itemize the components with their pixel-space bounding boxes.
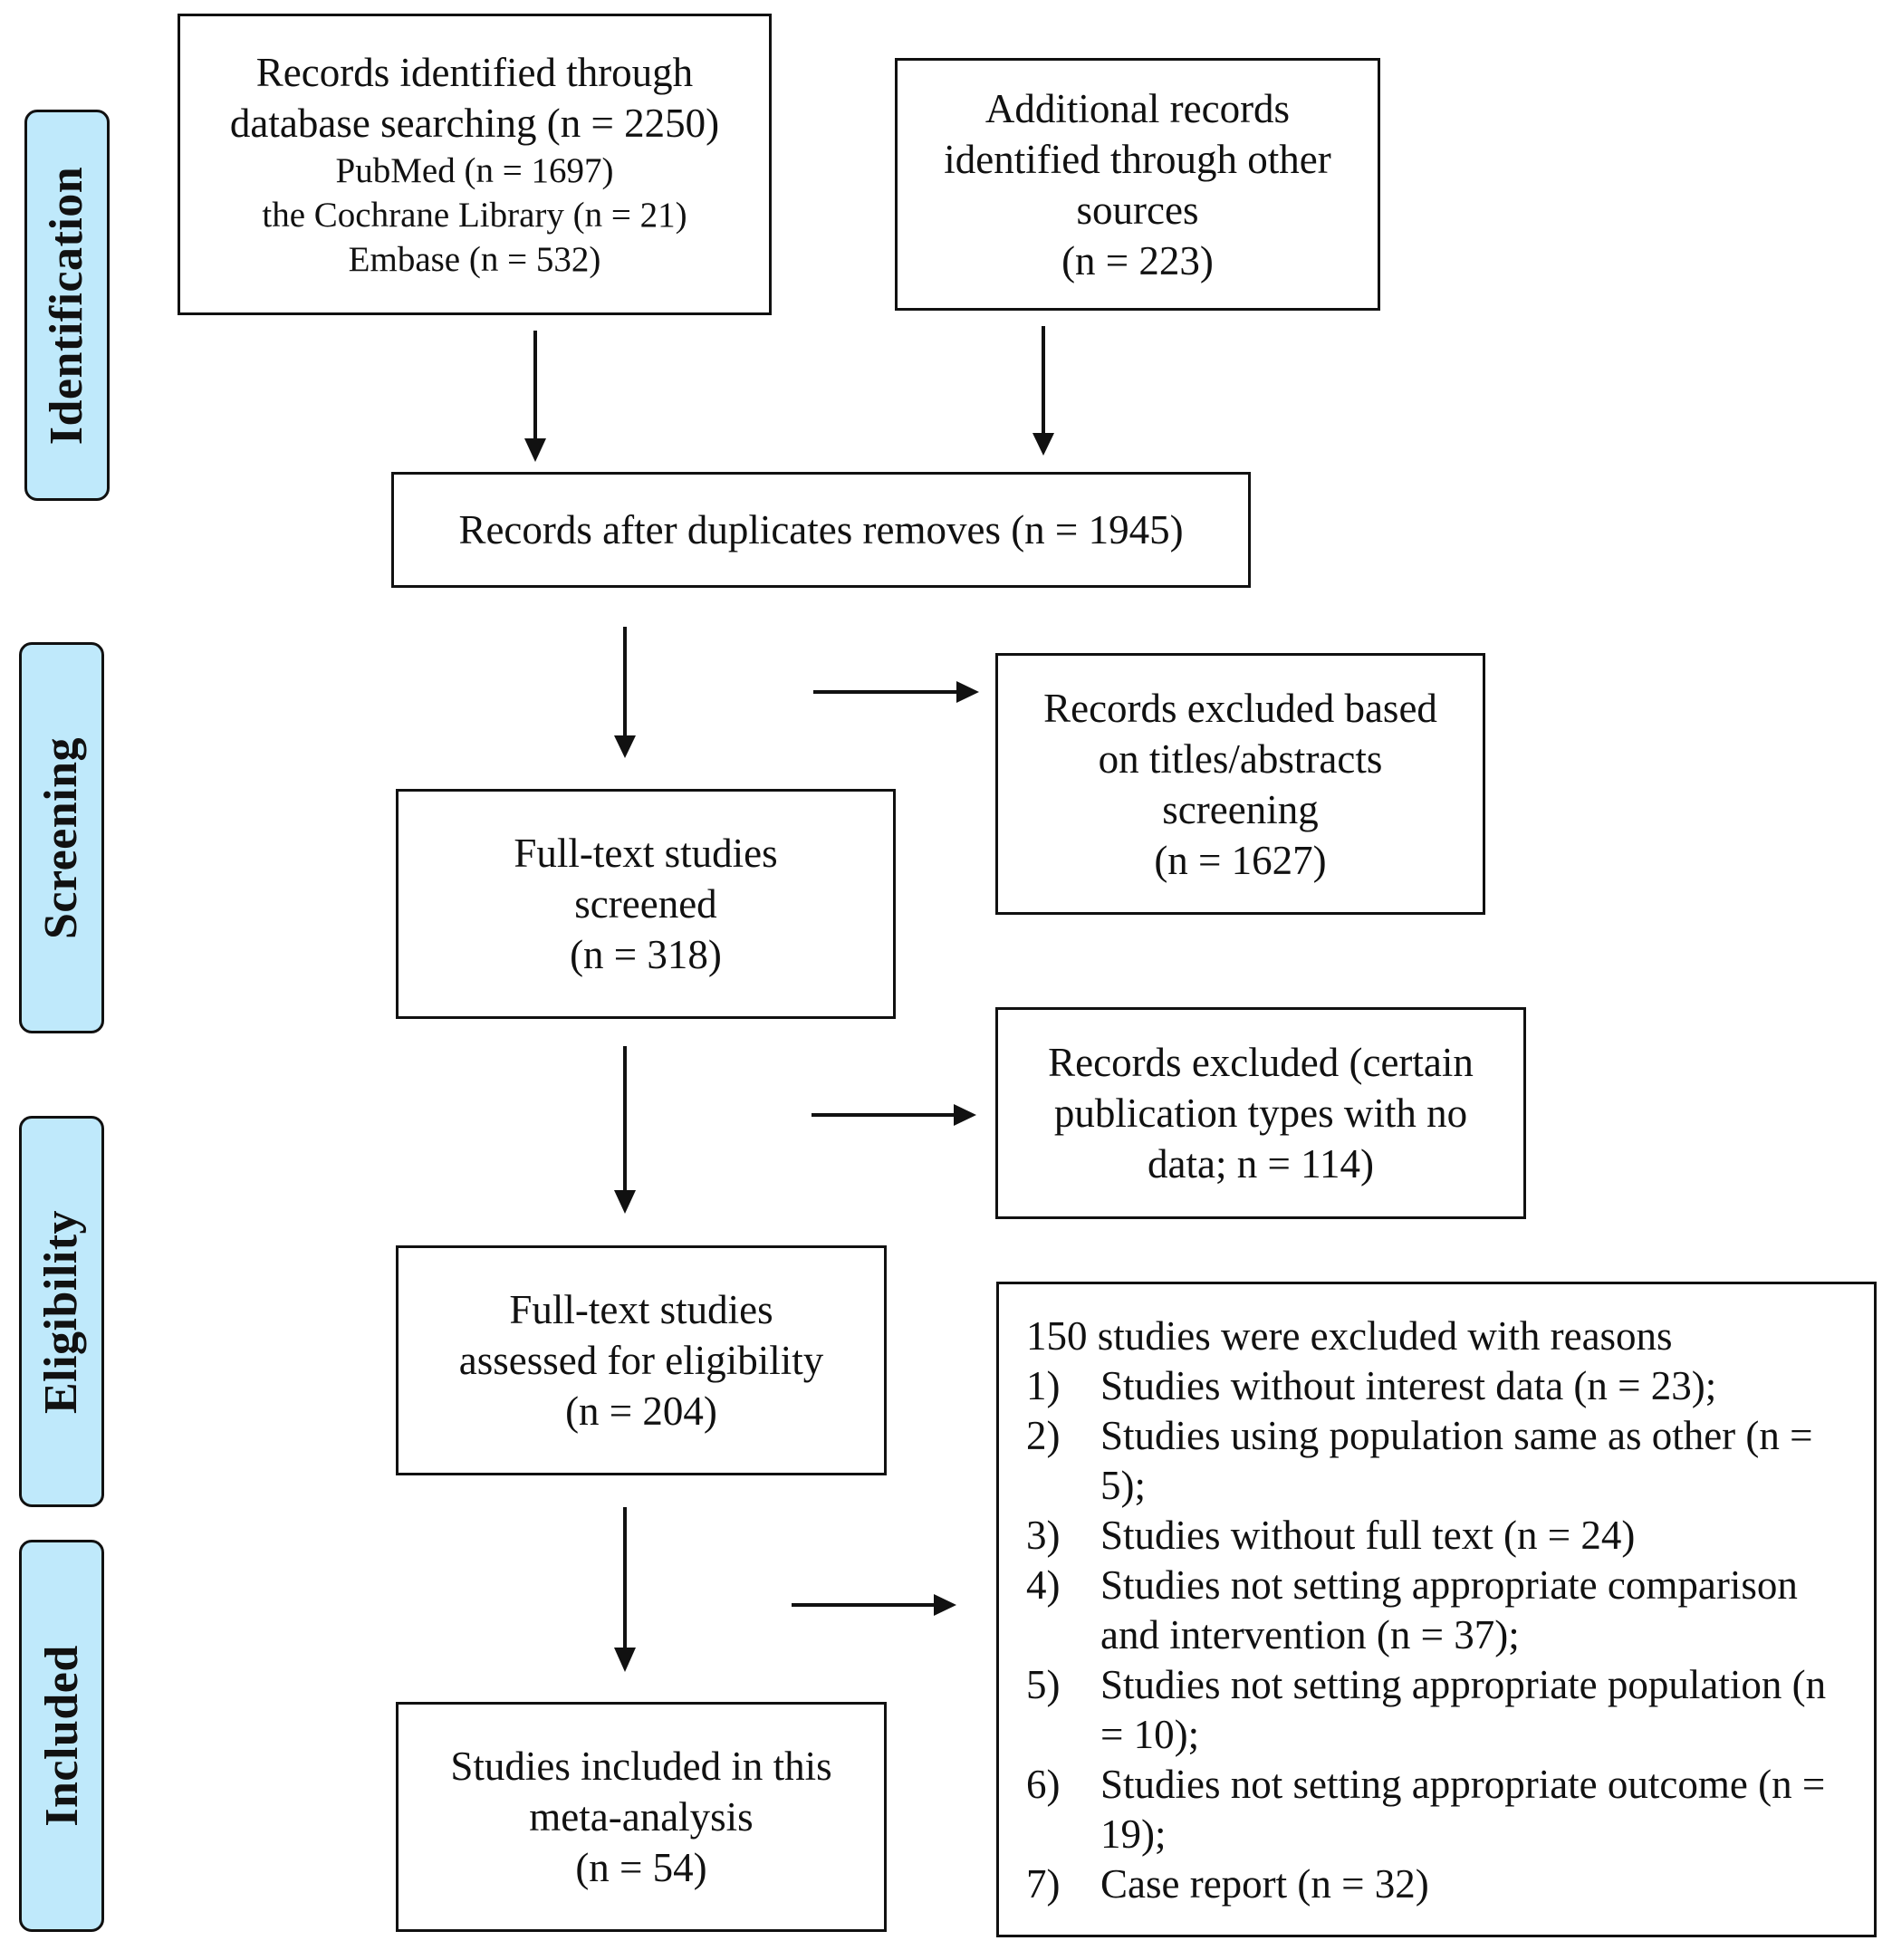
exclusion-reason-item: 1) Studies without interest data (n = 23… [1026, 1361, 1852, 1411]
exclusion-reasons-heading: 150 studies were excluded with reasons [1026, 1313, 1673, 1359]
included-studies-line3: (n = 54) [575, 1845, 707, 1890]
exclusion-reason-number: 7) [1026, 1861, 1061, 1907]
excluded-titles-box: Records excluded based on titles/abstrac… [995, 653, 1485, 915]
arrowhead-eligibility-to-included [614, 1648, 636, 1672]
arrowhead-to-exclusion-reasons [934, 1594, 956, 1616]
excluded-pubtypes-box: Records excluded (certain publication ty… [995, 1007, 1526, 1219]
stage-included: Included [19, 1540, 104, 1932]
database-search-line1: Records identified through [255, 50, 694, 95]
exclusion-reason-number: 3) [1026, 1513, 1061, 1558]
excluded-pubtypes-line3: data; n = 114) [1148, 1141, 1374, 1187]
fulltext-eligibility-box: Full-text studies assessed for eligibili… [396, 1245, 887, 1475]
fulltext-screened-box: Full-text studies screened (n = 318) [396, 789, 896, 1019]
exclusion-reason-item: 6) Studies not setting appropriate outco… [1026, 1760, 1852, 1859]
other-sources-line4: (n = 223) [1061, 237, 1214, 283]
exclusion-reason-text: Studies not setting appropriate comparis… [1100, 1562, 1798, 1657]
exclusion-reason-text: Case report (n = 32) [1100, 1861, 1429, 1907]
exclusion-reason-number: 6) [1026, 1762, 1061, 1807]
excluded-pubtypes-line2: publication types with no [1053, 1090, 1468, 1136]
other-sources-box: Additional records identified through ot… [895, 58, 1380, 311]
included-studies-line1: Studies included in this [450, 1744, 832, 1789]
other-sources-line2: identified through other [944, 136, 1331, 182]
exclusion-reason-item: 5) Studies not setting appropriate popul… [1026, 1660, 1852, 1760]
exclusion-reasons-list: 1) Studies without interest data (n = 23… [1026, 1361, 1852, 1909]
exclusion-reason-item: 2) Studies using population same as othe… [1026, 1411, 1852, 1511]
exclusion-reason-number: 4) [1026, 1562, 1061, 1608]
arrowhead-duplicates-to-screened [614, 735, 636, 758]
stage-eligibility: Eligibility [19, 1116, 104, 1507]
other-sources-line1: Additional records [984, 85, 1291, 131]
fulltext-eligibility-line3: (n = 204) [565, 1388, 717, 1434]
database-search-box: Records identified through database sear… [178, 14, 772, 315]
after-duplicates-box: Records after duplicates removes (n = 19… [391, 472, 1251, 588]
stage-identification: Identification [24, 110, 110, 501]
exclusion-reason-item: 4) Studies not setting appropriate compa… [1026, 1561, 1852, 1660]
exclusion-reason-text: Studies not setting appropriate outcome … [1100, 1762, 1826, 1857]
fulltext-eligibility-line1: Full-text studies [509, 1287, 773, 1332]
exclusion-reason-text: Studies without full text (n = 24) [1100, 1513, 1636, 1558]
database-search-pubmed: PubMed (n = 1697) [335, 151, 614, 190]
exclusion-reason-item: 3) Studies without full text (n = 24) [1026, 1511, 1852, 1561]
exclusion-reason-number: 2) [1026, 1413, 1061, 1458]
fulltext-screened-line2: screened [574, 881, 717, 927]
arrowhead-to-excluded-pubtypes [954, 1104, 976, 1126]
excluded-titles-line1: Records excluded based [1043, 685, 1437, 731]
exclusion-reason-text: Studies not setting appropriate populati… [1100, 1662, 1827, 1757]
fulltext-screened-line1: Full-text studies [514, 831, 778, 876]
database-search-line2: database searching (n = 2250) [229, 101, 720, 146]
exclusion-reason-item: 7) Case report (n = 32) [1026, 1859, 1852, 1909]
exclusion-reason-text: Studies using population same as other (… [1100, 1413, 1813, 1508]
arrowhead-other-to-duplicates [1032, 433, 1054, 456]
arrowhead-screened-to-eligibility [614, 1190, 636, 1214]
database-search-embase: Embase (n = 532) [348, 240, 601, 279]
stage-screening: Screening [19, 642, 104, 1033]
exclusion-reason-number: 5) [1026, 1662, 1061, 1707]
arrowhead-to-excluded-titles [956, 681, 979, 703]
after-duplicates-text: Records after duplicates removes (n = 19… [458, 507, 1184, 552]
arrowhead-database-to-duplicates [524, 438, 546, 462]
exclusion-reason-text: Studies without interest data (n = 23); [1100, 1363, 1717, 1408]
fulltext-screened-line3: (n = 318) [570, 932, 722, 977]
exclusion-reasons-box: 150 studies were excluded with reasons 1… [996, 1282, 1877, 1937]
included-studies-line2: meta-analysis [529, 1794, 754, 1840]
included-studies-box: Studies included in this meta-analysis (… [396, 1702, 887, 1932]
excluded-titles-line2: on titles/abstracts [1098, 735, 1383, 782]
exclusion-reason-number: 1) [1026, 1363, 1061, 1408]
fulltext-eligibility-line2: assessed for eligibility [458, 1338, 824, 1383]
excluded-titles-line3: screening [1162, 786, 1319, 832]
database-search-cochrane: the Cochrane Library (n = 21) [262, 196, 687, 235]
excluded-titles-line4: (n = 1627) [1154, 837, 1327, 883]
other-sources-line3: sources [1076, 187, 1199, 233]
excluded-pubtypes-line1: Records excluded (certain [1048, 1040, 1474, 1085]
